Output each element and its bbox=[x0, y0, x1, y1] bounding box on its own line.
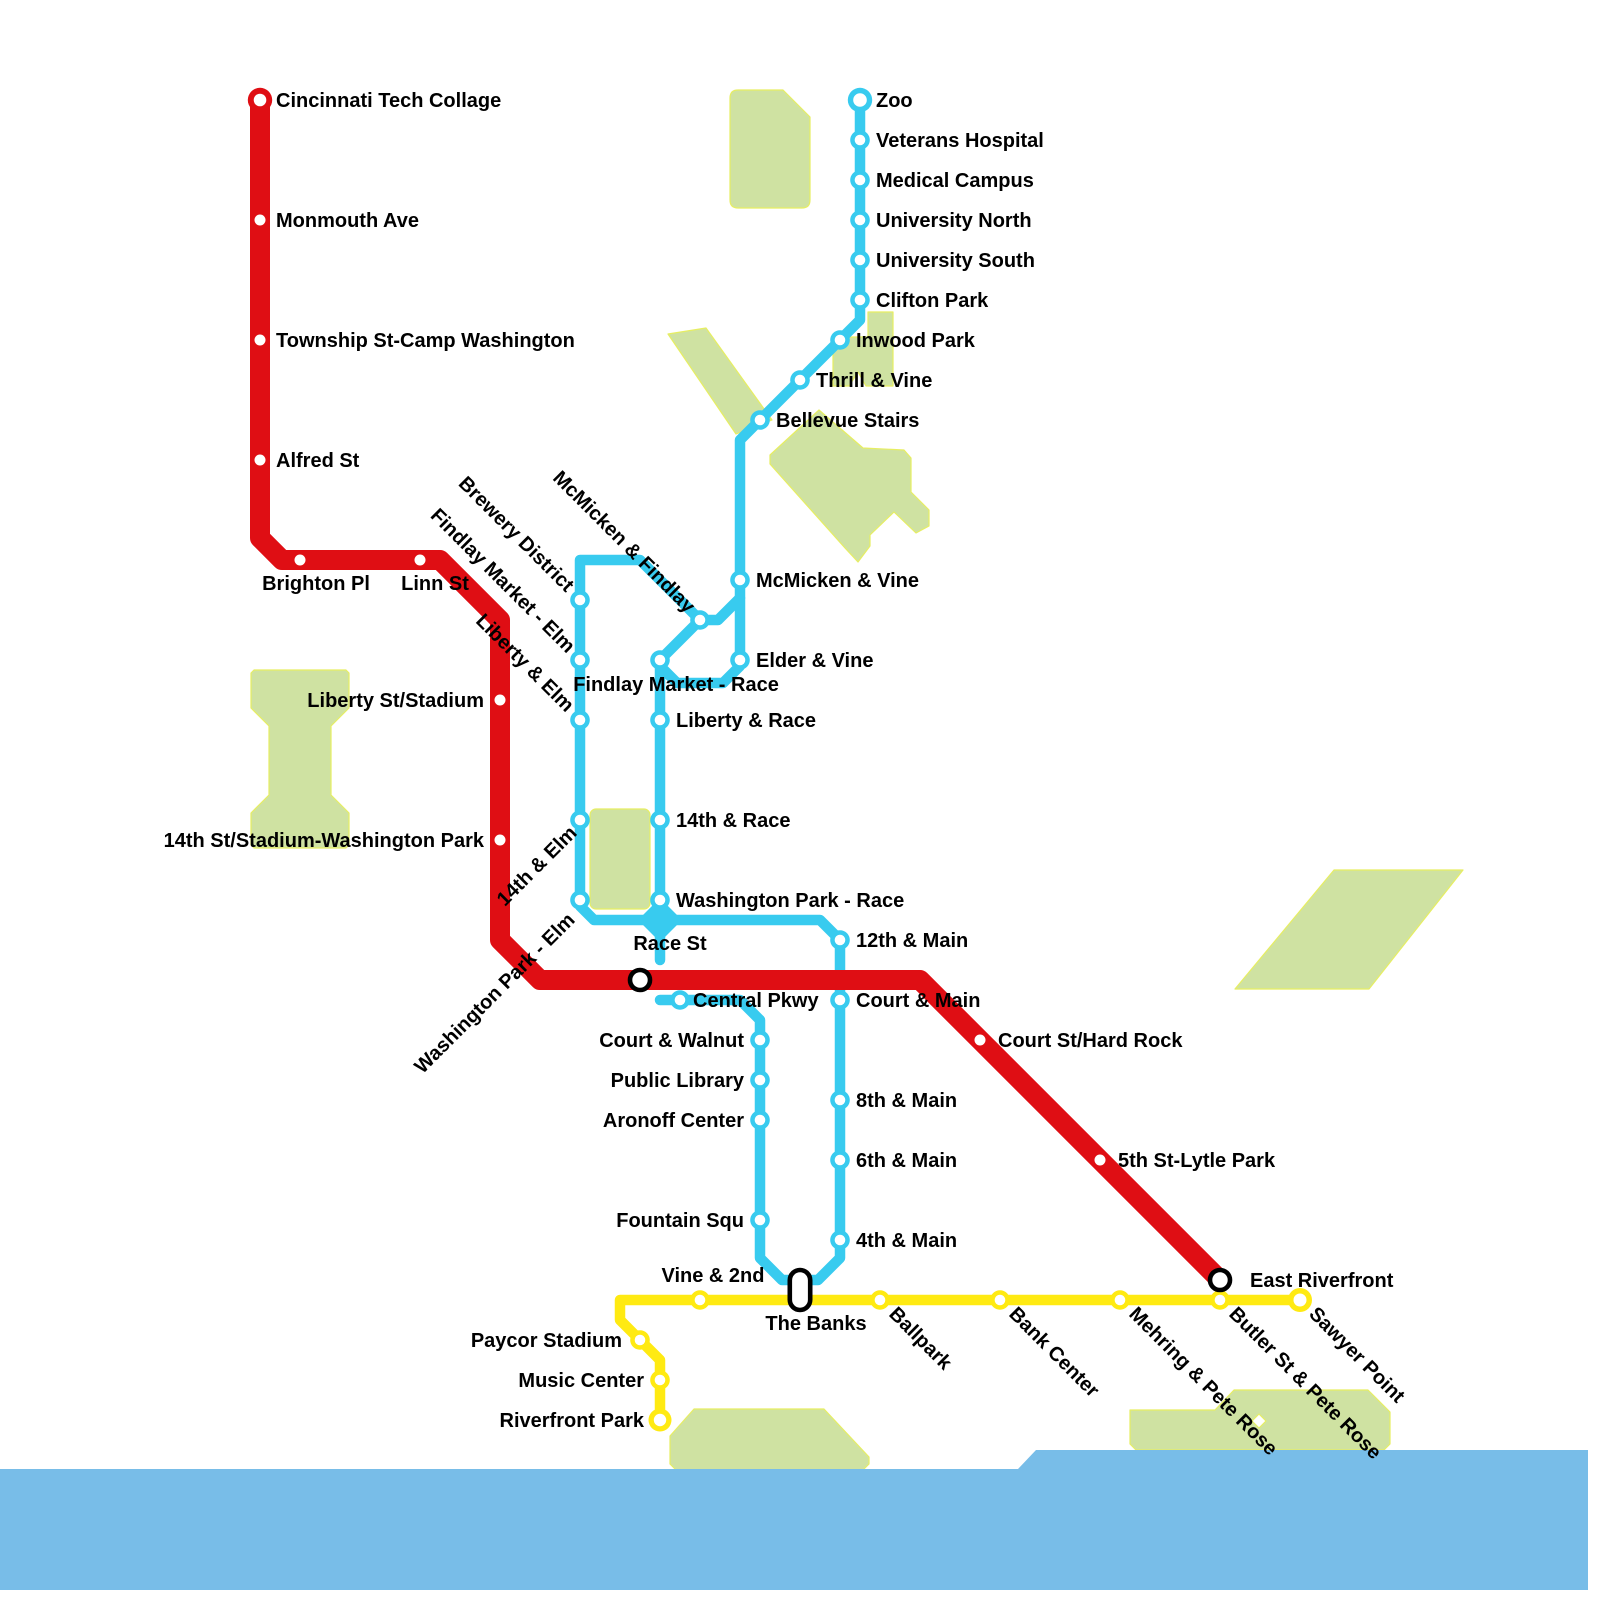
svg-text:Race St: Race St bbox=[633, 933, 707, 955]
svg-text:Fountain Squ: Fountain Squ bbox=[616, 1210, 744, 1232]
svg-text:Brighton Pl: Brighton Pl bbox=[262, 573, 370, 595]
svg-text:Zoo: Zoo bbox=[876, 90, 913, 112]
svg-text:5th St-Lytle Park: 5th St-Lytle Park bbox=[1118, 1150, 1276, 1172]
svg-text:Washington Park - Race: Washington Park - Race bbox=[676, 890, 904, 912]
svg-text:Cincinnati Tech Collage: Cincinnati Tech Collage bbox=[276, 90, 501, 112]
svg-text:The Banks: The Banks bbox=[765, 1313, 866, 1335]
svg-text:12th & Main: 12th & Main bbox=[856, 930, 968, 952]
svg-text:Vine & 2nd: Vine & 2nd bbox=[662, 1265, 765, 1287]
svg-text:Court St/Hard Rock: Court St/Hard Rock bbox=[998, 1030, 1183, 1052]
svg-text:Elder & Vine: Elder & Vine bbox=[756, 650, 873, 672]
svg-text:6th & Main: 6th & Main bbox=[856, 1150, 957, 1172]
svg-text:Paycor Stadium: Paycor Stadium bbox=[471, 1330, 622, 1352]
svg-text:Liberty & Race: Liberty & Race bbox=[676, 710, 816, 732]
svg-text:Linn St: Linn St bbox=[401, 573, 469, 595]
svg-text:Veterans Hospital: Veterans Hospital bbox=[876, 130, 1044, 152]
svg-text:Public Library: Public Library bbox=[611, 1070, 745, 1092]
svg-text:McMicken & Vine: McMicken & Vine bbox=[756, 570, 919, 592]
svg-text:Alfred St: Alfred St bbox=[276, 450, 360, 472]
svg-text:Township St-Camp Washington: Township St-Camp Washington bbox=[276, 330, 575, 352]
svg-text:East Riverfront: East Riverfront bbox=[1250, 1270, 1394, 1292]
svg-text:14th & Race: 14th & Race bbox=[676, 810, 791, 832]
svg-text:Medical Campus: Medical Campus bbox=[876, 170, 1034, 192]
svg-text:Riverfront Park: Riverfront Park bbox=[500, 1410, 645, 1432]
svg-text:Court & Walnut: Court & Walnut bbox=[599, 1030, 744, 1052]
svg-text:University North: University North bbox=[876, 210, 1032, 232]
svg-text:Music Center: Music Center bbox=[518, 1370, 644, 1392]
svg-text:Central Pkwy: Central Pkwy bbox=[693, 990, 819, 1012]
svg-text:Aronoff Center: Aronoff Center bbox=[603, 1110, 744, 1132]
svg-text:Court & Main: Court & Main bbox=[856, 990, 980, 1012]
svg-text:Inwood Park: Inwood Park bbox=[856, 330, 976, 352]
svg-text:4th & Main: 4th & Main bbox=[856, 1230, 957, 1252]
svg-text:Bellevue Stairs: Bellevue Stairs bbox=[776, 410, 919, 432]
svg-text:Liberty St/Stadium: Liberty St/Stadium bbox=[307, 690, 484, 712]
svg-text:14th St/Stadium-Washington Par: 14th St/Stadium-Washington Park bbox=[164, 830, 485, 852]
svg-text:Monmouth Ave: Monmouth Ave bbox=[276, 210, 419, 232]
svg-text:8th & Main: 8th & Main bbox=[856, 1090, 957, 1112]
svg-text:Findlay Market - Race: Findlay Market - Race bbox=[573, 674, 779, 696]
svg-text:Clifton Park: Clifton Park bbox=[876, 290, 989, 312]
svg-text:Thrill & Vine: Thrill & Vine bbox=[816, 370, 932, 392]
svg-text:University South: University South bbox=[876, 250, 1035, 272]
